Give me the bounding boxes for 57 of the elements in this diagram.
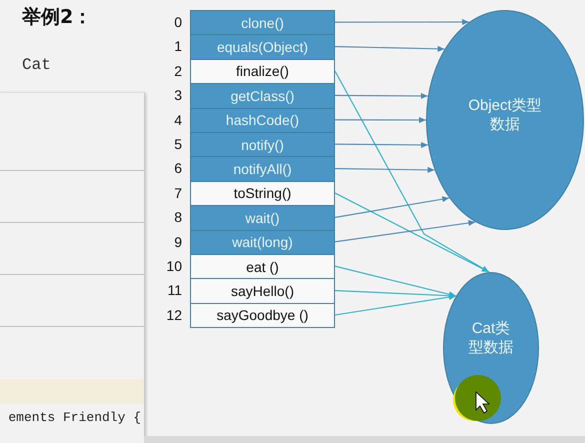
index-number: 9 [173,234,182,250]
method-table-row [190,180,335,206]
ellipse-label: Object类型数据 [467,96,543,134]
index-number: 1 [173,38,182,54]
ellipse-label: Cat类型数据 [468,318,514,358]
index-number: 12 [165,306,182,323]
index-number: 5 [173,136,182,152]
method-table-row [190,34,335,60]
method-table-row [190,83,335,109]
index-number: 2 [173,62,182,79]
arrow [334,192,490,272]
method-name: clone() [241,14,284,31]
method-name: toString() [234,185,292,202]
arrow [335,19,470,25]
index-number: 8 [173,209,182,226]
method-name: sayHello() [230,283,294,300]
index-number: 0 [173,14,182,30]
index-number: 4 [173,112,182,128]
method-table-row [190,108,335,133]
arrow [335,142,428,148]
method-name: wait() [245,210,280,226]
method-table-row [190,278,335,304]
method-name: notifyAll() [233,161,292,178]
arrow [334,290,456,299]
arrow [334,266,456,298]
method-name: notify() [241,136,284,153]
arrow [335,166,435,173]
method-name: finalize() [236,63,289,80]
method-name: equals(Object) [216,39,308,56]
method-table-row [190,302,335,328]
method-table-row [190,58,335,84]
method-name: wait(long) [232,234,293,250]
arrow [334,46,445,52]
index-number: 10 [165,258,182,274]
method-name: getClass() [230,88,294,104]
index-number: 6 [173,160,182,176]
method-table-row [190,132,335,158]
method-table-row [190,254,335,280]
method-name: hashCode() [226,112,300,128]
slide-title: 举例2： [22,5,92,30]
index-number: 7 [173,184,182,201]
arrow [334,196,450,218]
arrow [334,220,476,242]
index-number: 11 [166,282,182,298]
arrow [334,70,490,272]
method-table-row [190,156,335,182]
method-name: sayGoodbye () [216,307,308,324]
method-name: eat () [246,258,279,275]
method-table-row [190,205,335,231]
code-line: ements Friendly { [8,410,141,425]
method-table-row [190,230,335,255]
arrow [334,294,456,316]
arrow [335,116,426,123]
class-name-text: Cat [22,56,51,74]
index-number: 3 [173,87,182,104]
arrow [335,92,428,99]
method-table-row [190,10,335,36]
